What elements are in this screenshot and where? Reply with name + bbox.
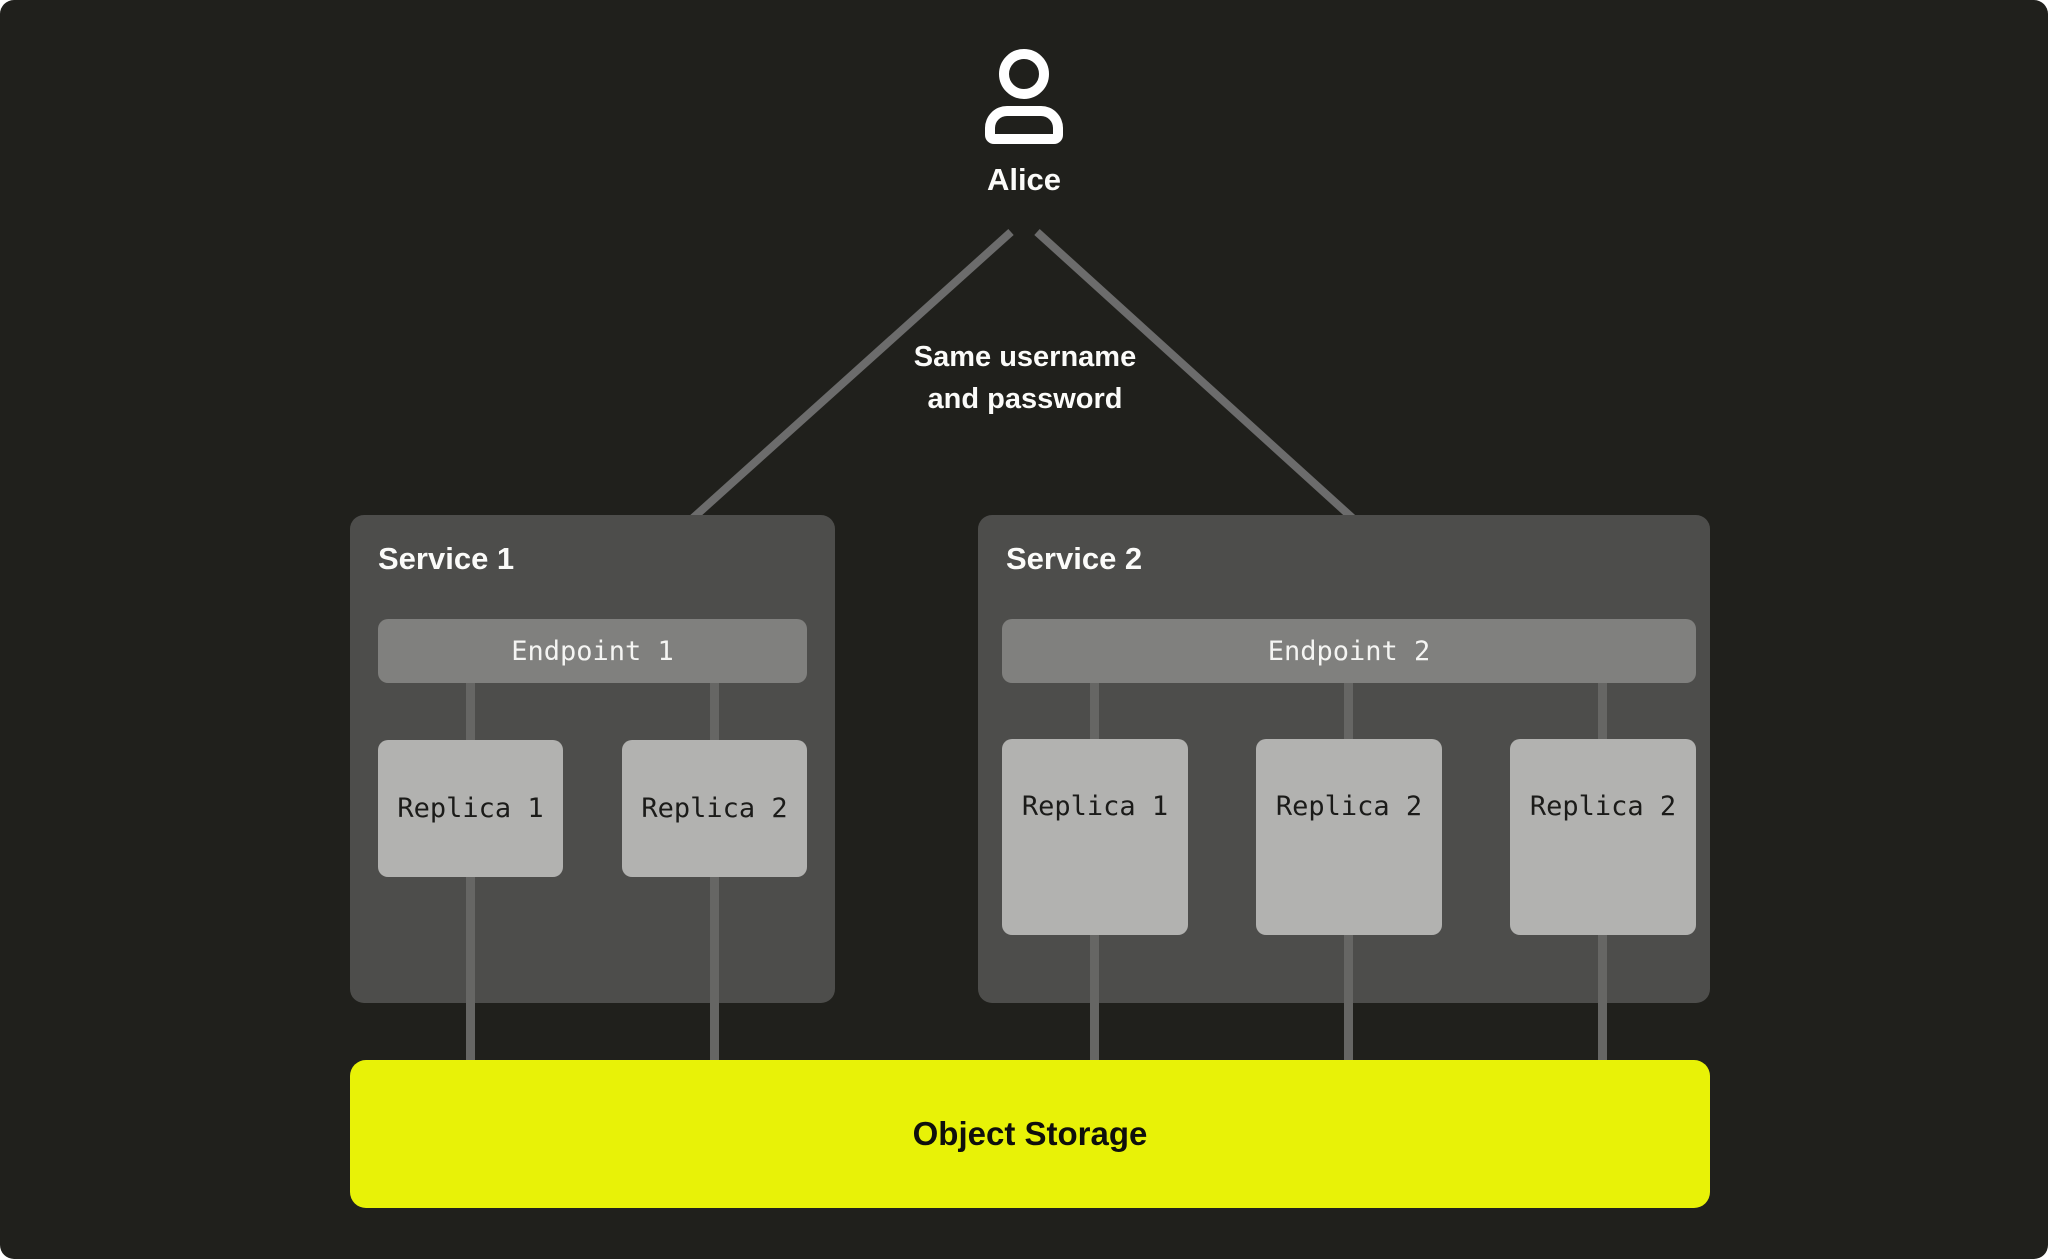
object-storage-bar: Object Storage (350, 1060, 1710, 1208)
service-2-replica-3: Replica 2 (1510, 739, 1696, 935)
service-1-title: Service 1 (378, 541, 515, 576)
person-icon-body (985, 106, 1063, 144)
service-2-title: Service 2 (1006, 541, 1143, 576)
service-1-replica-1: Replica 1 (378, 740, 563, 877)
person-icon (985, 47, 1063, 147)
annotation-line-1: Same username (913, 341, 1137, 373)
service-2-replica-2: Replica 2 (1256, 739, 1442, 935)
annotation-line-2: and password (927, 383, 1123, 415)
person-icon-head (999, 49, 1049, 99)
service-1-endpoint: Endpoint 1 (378, 619, 807, 683)
service-2-endpoint: Endpoint 2 (1002, 619, 1696, 683)
service-2-replica-1: Replica 1 (1002, 739, 1188, 935)
annotation-same-credentials: Same username and password (825, 336, 1225, 420)
user-name-label: Alice (986, 162, 1062, 197)
service-1-replica-2: Replica 2 (622, 740, 807, 877)
